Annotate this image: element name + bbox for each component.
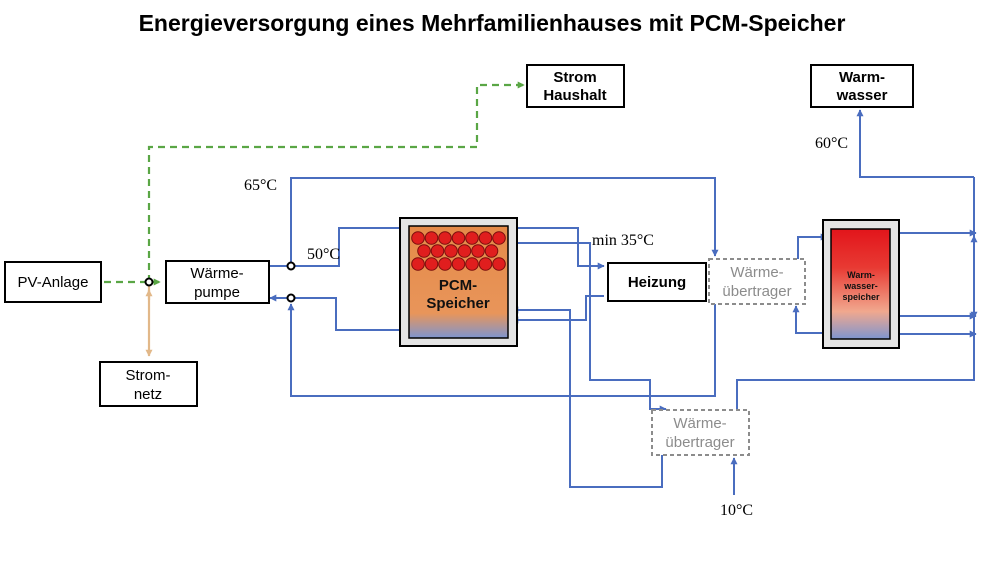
pcm-capsule (478, 231, 493, 245)
strom-haushalt-label-2: Haushalt (543, 87, 606, 104)
warmwasserspeicher-node: Warm- wasser- speicher (822, 219, 900, 349)
strom-haushalt-label-1: Strom (553, 69, 596, 86)
pipe-50-to-pcm (291, 224, 408, 267)
pipe-wue2-return (511, 306, 663, 488)
pipe-junction-return (286, 293, 296, 303)
temp-label-min35: min 35°C (592, 232, 654, 249)
waermepumpe-node: Wärme- pumpe (165, 260, 270, 304)
pipe-heizung-return (511, 295, 604, 324)
heizung-label: Heizung (628, 274, 686, 291)
strom-haushalt-line (147, 81, 525, 282)
heizung-node: Heizung (607, 262, 707, 302)
pcm-capsule (424, 231, 439, 245)
temp-label-10: 10°C (720, 502, 753, 519)
pcm-capsule (411, 257, 425, 271)
temp-label-65: 65°C (244, 177, 277, 194)
waermeuebertrager-2-label-2: übertrager (665, 434, 734, 451)
stromnetz-label-1: Strom- (126, 367, 171, 384)
waermeuebertrager-2-label-1: Wärme- (673, 415, 726, 432)
pipe-return-to-heatpump (269, 294, 407, 331)
warmwasserspeicher-label-1: Warm- (847, 270, 875, 280)
pv-anlage-label: PV-Anlage (18, 274, 89, 291)
waermeuebertrager-1-label-2: übertrager (722, 283, 791, 300)
pcm-capsule (492, 257, 506, 271)
warmwasser-label-2: wasser (836, 87, 888, 104)
electric-junction (144, 277, 154, 287)
pcm-capsule (465, 257, 479, 271)
warmwasser-node: Warm- wasser (810, 64, 914, 108)
pcm-speicher-node: PCM- Speicher (399, 217, 518, 347)
pcm-capsule (451, 231, 466, 245)
page-title: Energieversorgung eines Mehrfamilienhaus… (139, 10, 846, 36)
strom-haushalt-node: Strom Haushalt (526, 64, 625, 108)
pcm-capsule (484, 244, 499, 258)
stromnetz-node: Strom- netz (99, 361, 198, 407)
waermeuebertrager-1-node: Wärme- übertrager (708, 258, 806, 305)
waermepumpe-label-1: Wärme- (190, 265, 243, 282)
pipe-65 (290, 177, 719, 266)
pcm-capsule (457, 244, 472, 258)
warmwasser-label-1: Warm- (839, 69, 885, 86)
pcm-capsule (465, 231, 479, 245)
pcm-capsule (417, 244, 431, 258)
pipe-warmwasser-out (856, 109, 974, 178)
pcm-capsule (430, 244, 445, 258)
waermeuebertrager-1-label-1: Wärme- (730, 264, 783, 281)
warmwasserspeicher-label-2: wasser- (843, 281, 878, 291)
pipe-bottom-return (287, 302, 716, 397)
pipe-wue2-to-right (736, 235, 978, 409)
warmwasserspeicher-label-3: speicher (842, 292, 880, 302)
pipes (269, 109, 978, 495)
pcm-capsule (438, 231, 452, 245)
pcm-capsule (471, 244, 485, 258)
pcm-capsule (411, 231, 425, 245)
pcm-speicher-label-1: PCM- (439, 277, 477, 294)
pcm-capsule (444, 244, 458, 258)
pv-anlage-node: PV-Anlage (4, 261, 102, 303)
temp-label-50: 50°C (307, 246, 340, 263)
pcm-capsule (451, 257, 466, 271)
stromnetz-label-2: netz (134, 386, 162, 403)
temp-label-60: 60°C (815, 135, 848, 152)
pcm-balls (411, 231, 506, 271)
pcm-capsule (438, 257, 452, 271)
pcm-capsule (424, 257, 439, 271)
pipe-junction-supply (286, 261, 296, 271)
pcm-capsule (478, 257, 493, 271)
pcm-speicher-label-2: Speicher (426, 295, 490, 312)
waermepumpe-label-2: pumpe (194, 284, 240, 301)
pcm-capsule (492, 231, 506, 245)
pipe-storage-to-wue1 (792, 305, 827, 334)
electric-lines (92, 81, 525, 357)
waermeuebertrager-2-node: Wärme- übertrager (651, 409, 750, 456)
